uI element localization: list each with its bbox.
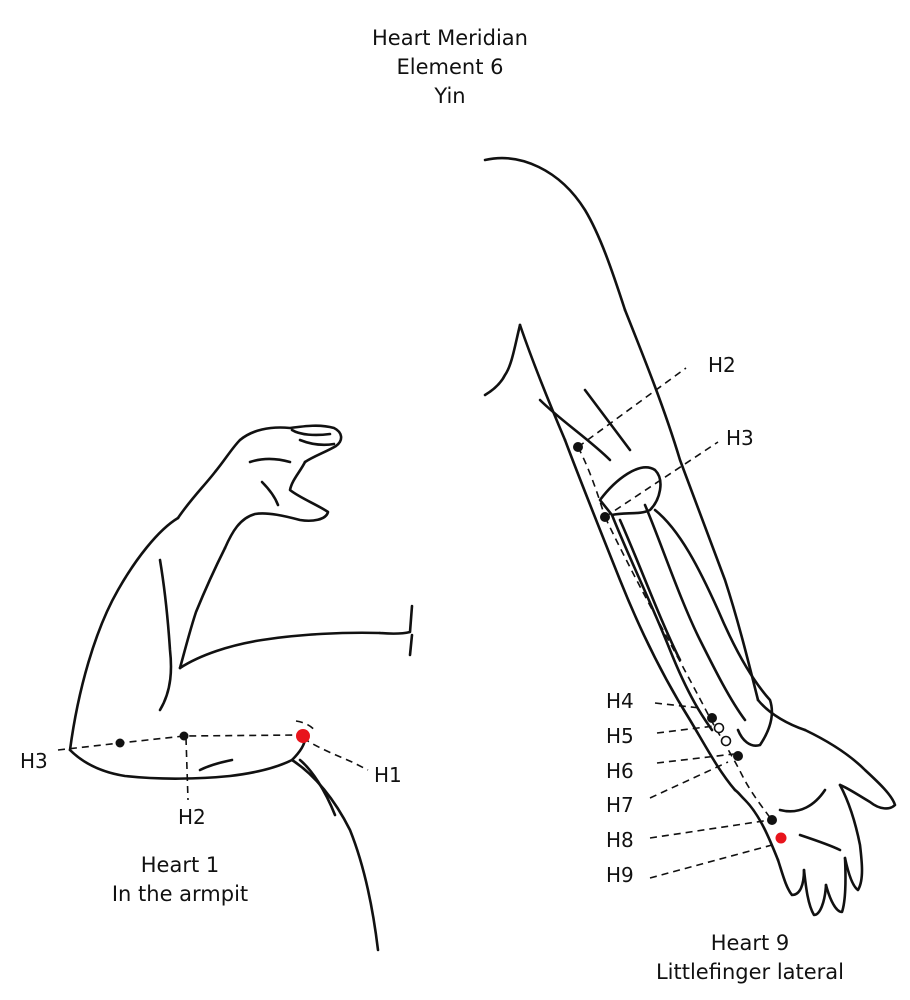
left-arm-drawing	[68, 424, 414, 952]
label-h3-left: H3	[20, 749, 48, 773]
point-h4	[707, 713, 717, 723]
label-h1: H1	[374, 763, 402, 787]
label-h2-left: H2	[178, 805, 206, 829]
right-caption: Heart 9 Littlefinger lateral	[630, 929, 870, 987]
right-caption-title: Heart 9	[710, 931, 790, 955]
label-h5: H5	[606, 724, 634, 748]
point-h3-right	[600, 512, 610, 522]
point-h1-highlight	[296, 729, 310, 743]
header-title: Heart Meridian	[372, 26, 528, 50]
label-h4: H4	[606, 689, 634, 713]
left-caption: Heart 1 In the armpit	[80, 851, 280, 909]
label-h6: H6	[606, 759, 634, 783]
label-h9: H9	[606, 863, 634, 887]
right-caption-subtitle: Littlefinger lateral	[655, 960, 845, 984]
label-h3-right: H3	[726, 426, 754, 450]
point-h8	[767, 815, 777, 825]
right-arm-drawing	[483, 156, 897, 917]
point-h7	[733, 751, 743, 761]
header-element: Element 6	[396, 55, 504, 79]
label-h8: H8	[606, 828, 634, 852]
point-h6	[720, 735, 732, 747]
point-h2-right	[573, 442, 583, 452]
label-h7: H7	[606, 793, 634, 817]
label-h2-right: H2	[708, 353, 736, 377]
header-polarity: Yin	[434, 84, 466, 108]
point-h5	[713, 722, 725, 734]
left-caption-subtitle: In the armpit	[111, 882, 249, 906]
point-h3-left	[115, 738, 125, 748]
point-h2-left	[179, 731, 189, 741]
diagram-header: Heart Meridian Element 6 Yin	[330, 24, 570, 111]
point-h9-highlight	[775, 832, 787, 844]
left-caption-title: Heart 1	[140, 853, 220, 877]
